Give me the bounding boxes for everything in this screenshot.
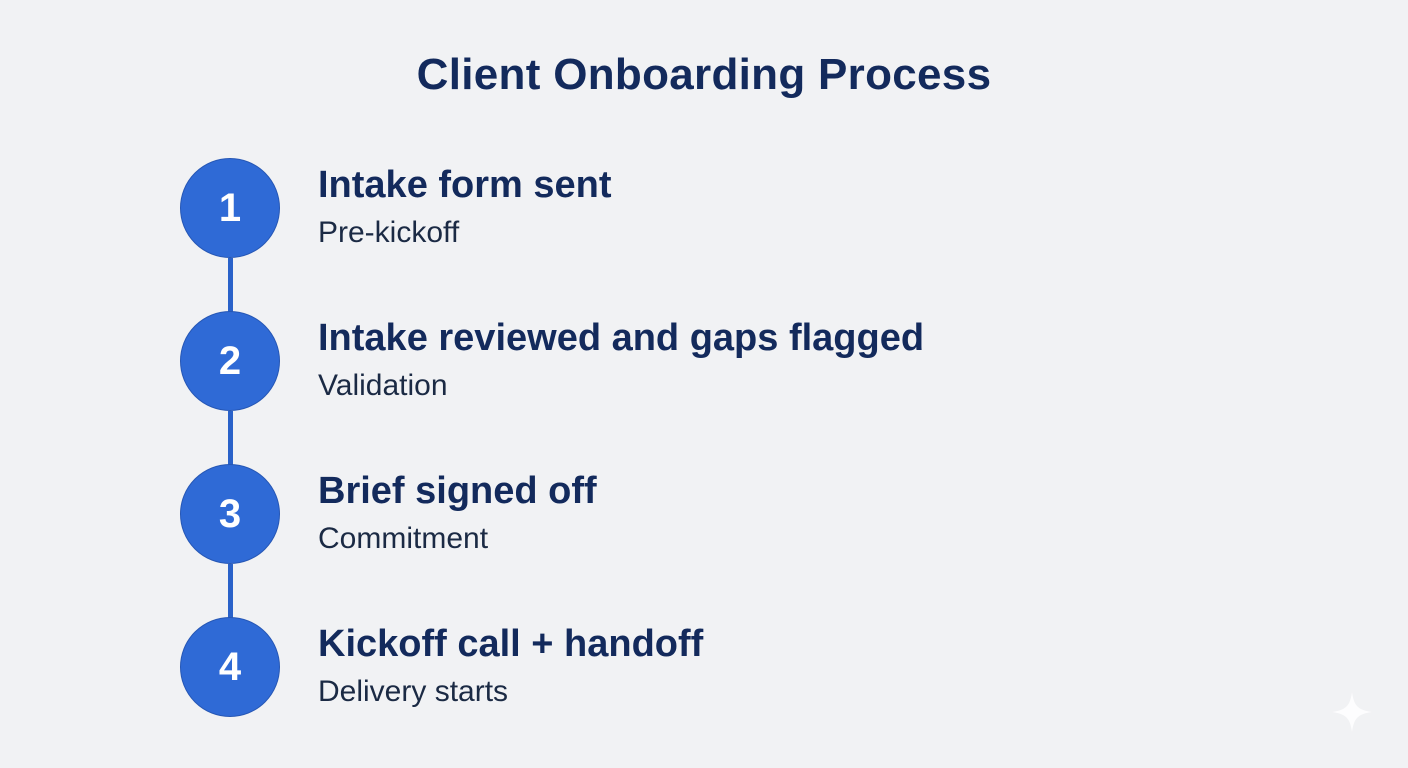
- sparkle-icon: [1332, 692, 1372, 732]
- connector-line: [228, 564, 233, 618]
- step-title: Intake reviewed and gaps flagged: [318, 317, 925, 359]
- connector-line: [228, 258, 233, 312]
- step-title: Intake form sent: [318, 164, 612, 206]
- step-subtitle: Validation: [318, 369, 448, 402]
- page-title: Client Onboarding Process: [416, 50, 992, 99]
- step-title: Kickoff call + handoff: [318, 623, 704, 665]
- step-number-badge: 3: [180, 464, 280, 564]
- connector-line: [228, 411, 233, 465]
- step-title: Brief signed off: [318, 470, 597, 512]
- step-subtitle: Pre-kickoff: [318, 216, 460, 249]
- step-number-badge: 2: [180, 311, 280, 411]
- step-subtitle: Delivery starts: [318, 675, 509, 708]
- step-subtitle: Commitment: [318, 522, 489, 555]
- step-number-badge: 4: [180, 617, 280, 717]
- step-number-badge: 1: [180, 158, 280, 258]
